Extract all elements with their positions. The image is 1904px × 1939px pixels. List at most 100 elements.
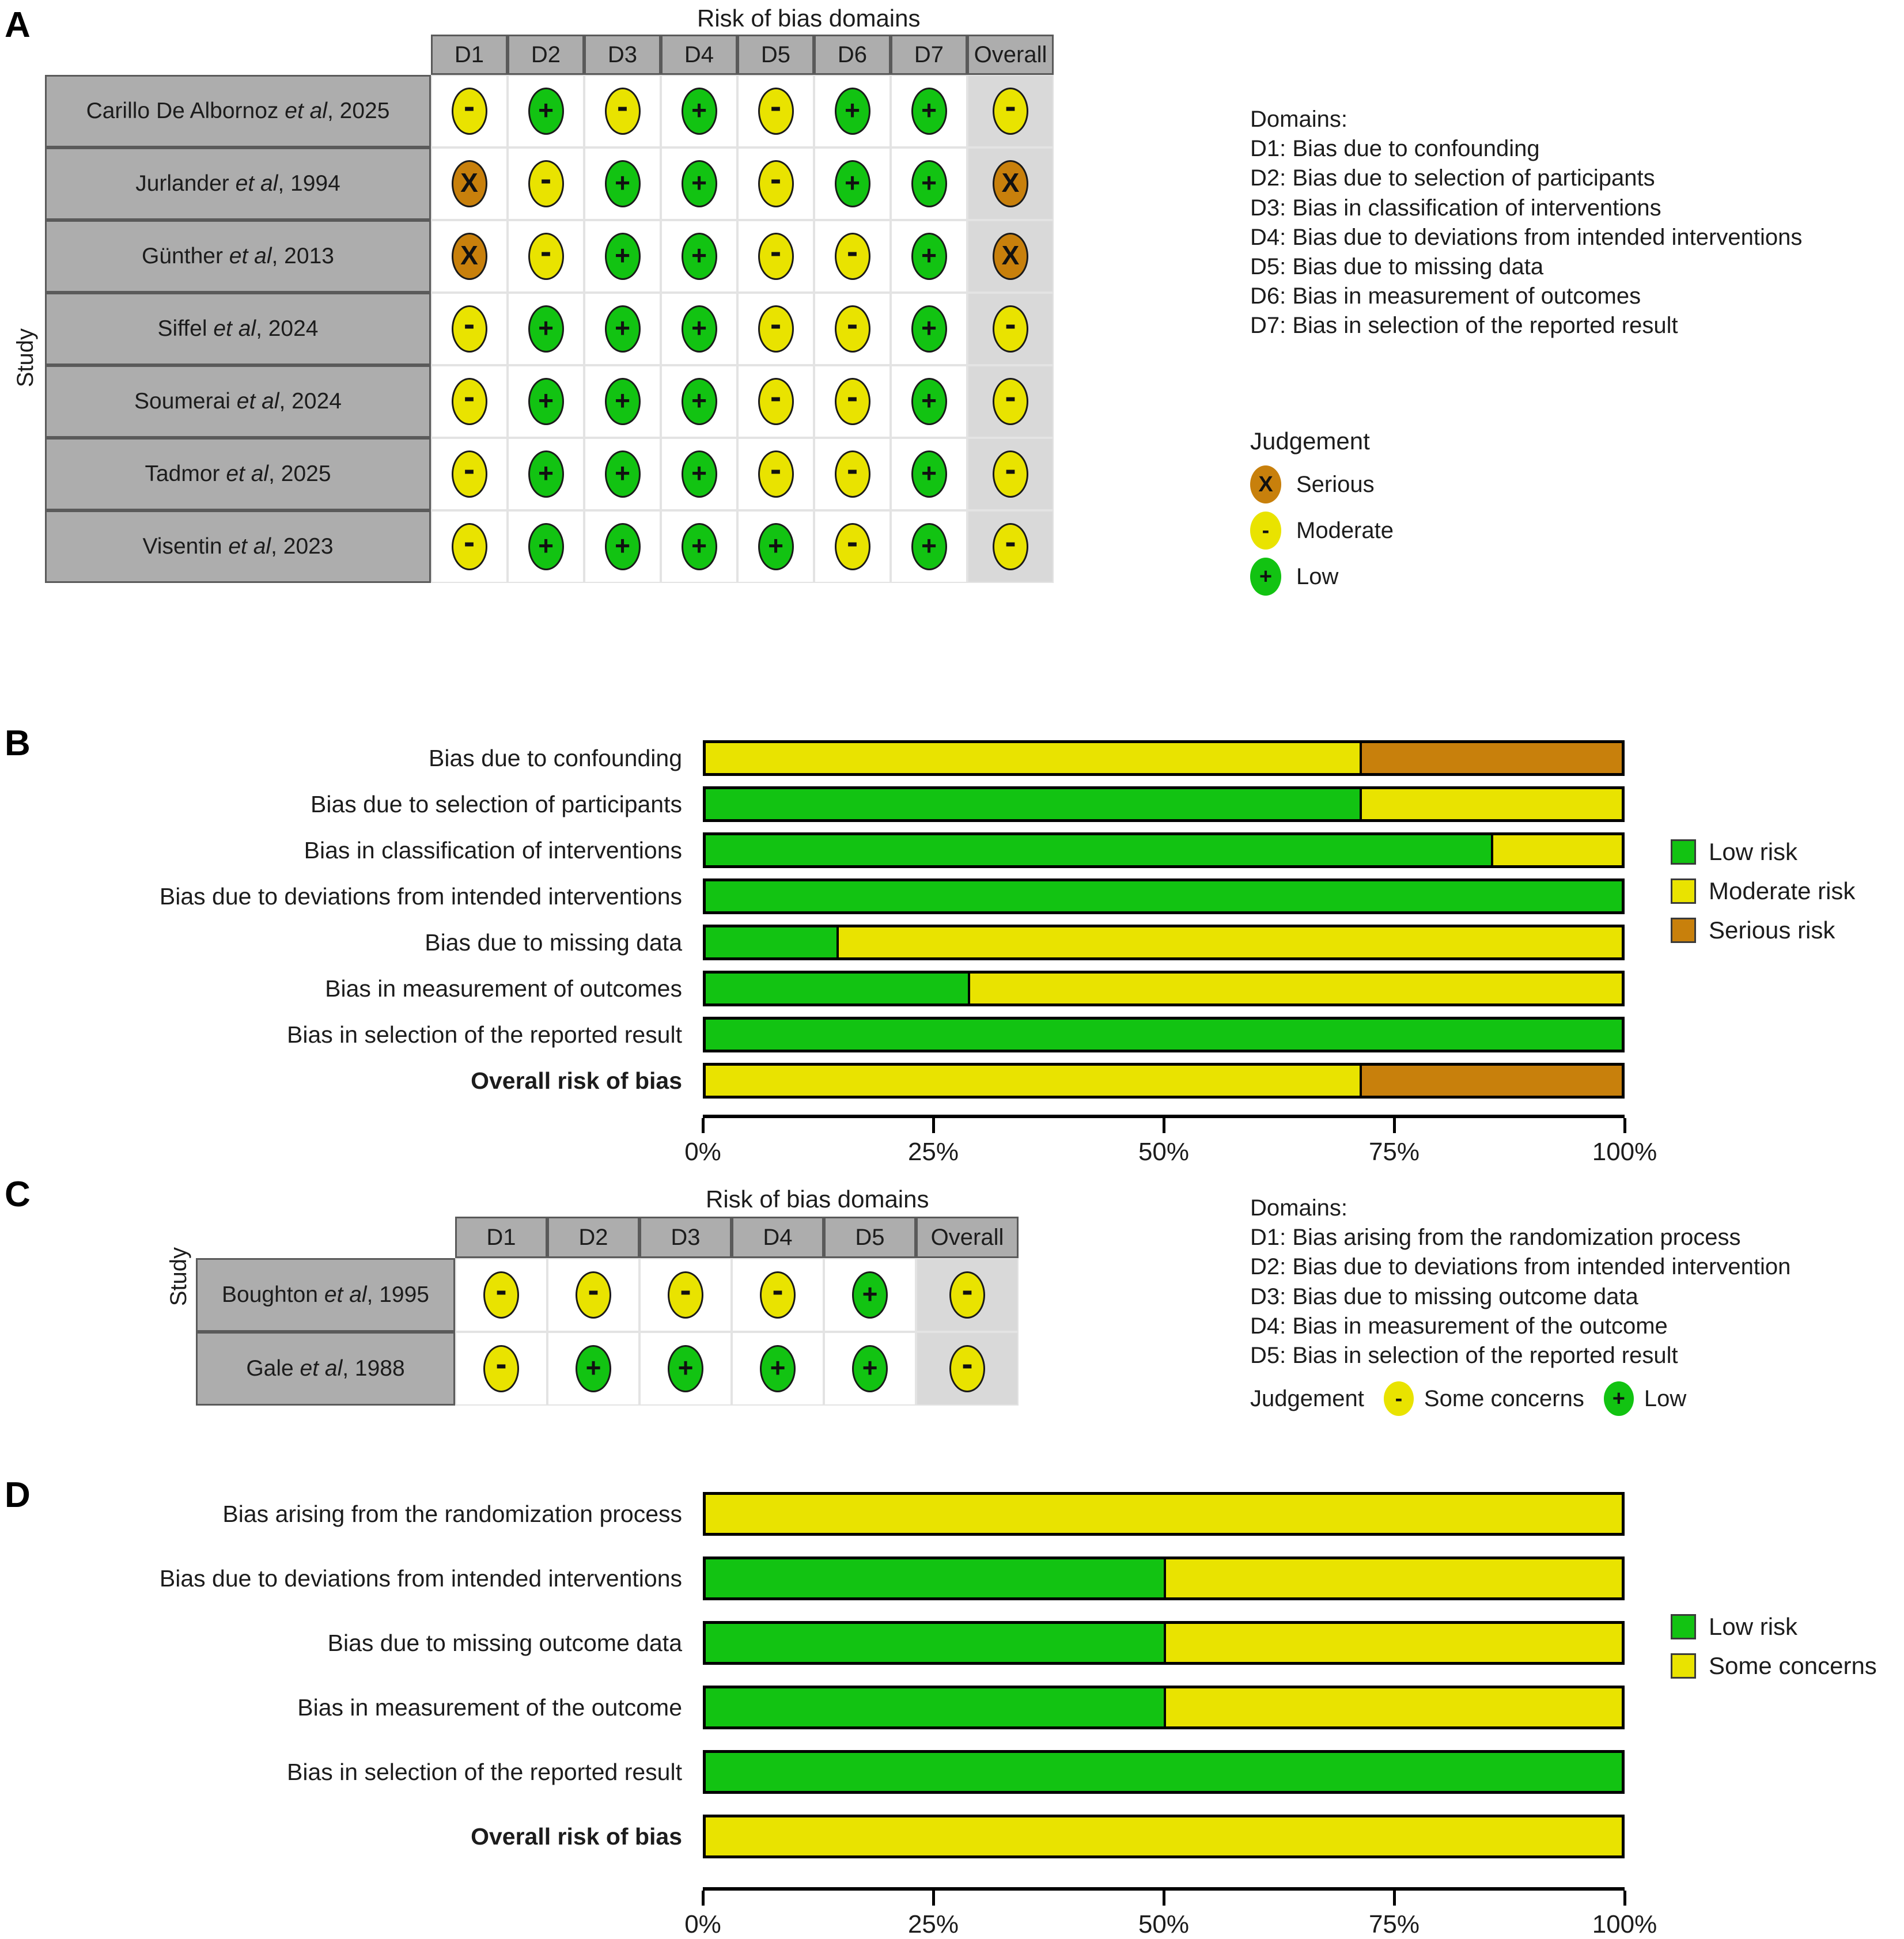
judgement-glyph-icon: + <box>862 1279 878 1309</box>
study-label: Günther et al, 2013 <box>45 220 431 293</box>
study-label: Carillo De Albornoz et al, 2025 <box>45 75 431 147</box>
x-axis-tick <box>1163 1891 1165 1906</box>
judgement-glyph-icon: + <box>921 313 937 343</box>
judgement-glyph-icon: + <box>615 458 630 488</box>
judgement-glyph-icon: + <box>538 458 554 488</box>
table-corner-blank <box>196 1217 455 1258</box>
x-axis-line <box>703 1115 1625 1118</box>
x-axis-tick <box>1393 1891 1396 1906</box>
judgement-glyph-icon: - <box>770 233 782 270</box>
judgement-dot-low: + <box>911 523 947 570</box>
study-label: Boughton et al, 1995 <box>196 1258 455 1332</box>
judgement-dot-low: + <box>681 305 717 353</box>
bar-category-label: Bias due to confounding <box>429 744 682 771</box>
judgement-cell-d1: X <box>431 220 508 293</box>
judgement-legend-label: Low <box>1296 563 1339 589</box>
judgement-cell-d5: - <box>737 147 814 220</box>
judgement-cell-d4: - <box>732 1258 824 1332</box>
judgement-dot-mod: - <box>528 233 564 280</box>
panel-letter-b: B <box>5 724 31 763</box>
panel-c-axis-label-study: Study <box>166 1247 191 1306</box>
judgement-dot-mod: - <box>451 450 487 498</box>
bar-segment-mod <box>1164 1559 1622 1597</box>
bar-category-label: Bias due to deviations from intended int… <box>159 1565 682 1592</box>
bar-category-label: Overall risk of bias <box>471 1823 682 1850</box>
judgement-glyph-icon: + <box>615 168 630 198</box>
judgement-dot-low: + <box>911 378 947 425</box>
judgement-cell-d7: + <box>891 510 967 583</box>
column-header-d5: D5 <box>824 1217 916 1258</box>
bar-row: Bias due to missing data <box>86 925 1625 960</box>
judgement-glyph-icon: + <box>691 458 707 488</box>
judgement-cell-d2: - <box>508 147 584 220</box>
study-name: Tadmor <box>145 461 226 486</box>
bar-segment-mod <box>1490 835 1622 865</box>
table-row: Boughton et al, 1995----+- <box>196 1258 1019 1332</box>
judgement-cell-overall: - <box>967 293 1054 365</box>
judgement-glyph-icon: + <box>691 168 707 198</box>
judgement-cell-d5: - <box>737 293 814 365</box>
judgement-cell-d2: + <box>508 510 584 583</box>
stacked-bar <box>703 1492 1625 1536</box>
study-year: , 1988 <box>342 1356 405 1381</box>
judgement-cell-d5: + <box>737 510 814 583</box>
judgement-cell-d1: - <box>431 75 508 147</box>
judgement-glyph-icon: + <box>921 240 937 270</box>
panel-d-bar-chart: Bias arising from the randomization proc… <box>69 1492 1657 1938</box>
judgement-glyph-icon: - <box>770 160 782 198</box>
judgement-glyph-icon: - <box>770 450 782 488</box>
judgement-cell-d3: - <box>584 75 661 147</box>
judgement-cell-d2: + <box>508 365 584 438</box>
judgement-cell-d2: + <box>508 75 584 147</box>
study-et-al: et al <box>213 316 256 341</box>
judgement-cell-d6: - <box>814 365 891 438</box>
judgement-glyph-icon: + <box>677 1353 694 1383</box>
x-axis-tick-label: 75% <box>1368 1910 1420 1938</box>
study-name: Siffel <box>157 316 214 341</box>
judgement-glyph-icon: + <box>538 95 554 125</box>
judgement-glyph-icon: X <box>1001 168 1020 198</box>
bar-category-label: Bias in selection of the reported result <box>287 1758 682 1785</box>
bar-segment-low <box>706 1020 1622 1050</box>
bar-row: Bias in measurement of outcomes <box>86 971 1625 1006</box>
study-et-al: et al <box>285 99 327 123</box>
judgement-cell-d7: + <box>891 438 967 510</box>
domain-description-d1: D1: Bias arising from the randomization … <box>1250 1225 1741 1251</box>
legend-swatch-ser <box>1671 918 1696 943</box>
column-header-d5: D5 <box>737 35 814 75</box>
judgement-dot-mod: - <box>993 378 1028 425</box>
bar-row: Bias due to selection of participants <box>86 786 1625 822</box>
judgement-glyph-icon: X <box>1001 240 1020 270</box>
panel-c-judgement-legend: Judgement-Some concerns+Low <box>1250 1381 1686 1416</box>
judgement-cell-overall: - <box>967 75 1054 147</box>
judgement-glyph-icon: - <box>962 1271 973 1309</box>
stacked-bar <box>703 1815 1625 1858</box>
study-label: Soumerai et al, 2024 <box>45 365 431 438</box>
x-axis-tick-label: 100% <box>1592 1138 1657 1166</box>
judgement-glyph-icon: + <box>921 385 937 415</box>
judgement-legend-item-low: +Low <box>1603 1381 1687 1416</box>
judgement-glyph-icon: - <box>588 1271 599 1309</box>
bar-segment-low <box>706 974 968 1003</box>
x-axis-tick <box>1623 1891 1626 1906</box>
study-label: Visentin et al, 2023 <box>45 510 431 583</box>
judgement-dot-low: + <box>604 523 641 570</box>
domain-description-d5: D5: Bias in selection of the reported re… <box>1250 1342 1678 1368</box>
judgement-heading: Judgement <box>1250 1385 1364 1411</box>
table-row: Tadmor et al, 2025-+++--+- <box>45 438 1054 510</box>
judgement-dot-low: + <box>852 1271 888 1319</box>
domain-description-d3: D3: Bias in classification of interventi… <box>1250 195 1661 221</box>
judgement-glyph-icon: - <box>770 88 782 125</box>
bar-segment-mod <box>706 1066 1360 1096</box>
judgement-dot-mod: - <box>834 378 870 425</box>
column-header-d1: D1 <box>431 35 508 75</box>
domain-description-d4: D4: Bias in measurement of the outcome <box>1250 1313 1668 1339</box>
judgement-legend-label: Low <box>1644 1385 1687 1411</box>
bar-row: Bias arising from the randomization proc… <box>69 1492 1625 1536</box>
